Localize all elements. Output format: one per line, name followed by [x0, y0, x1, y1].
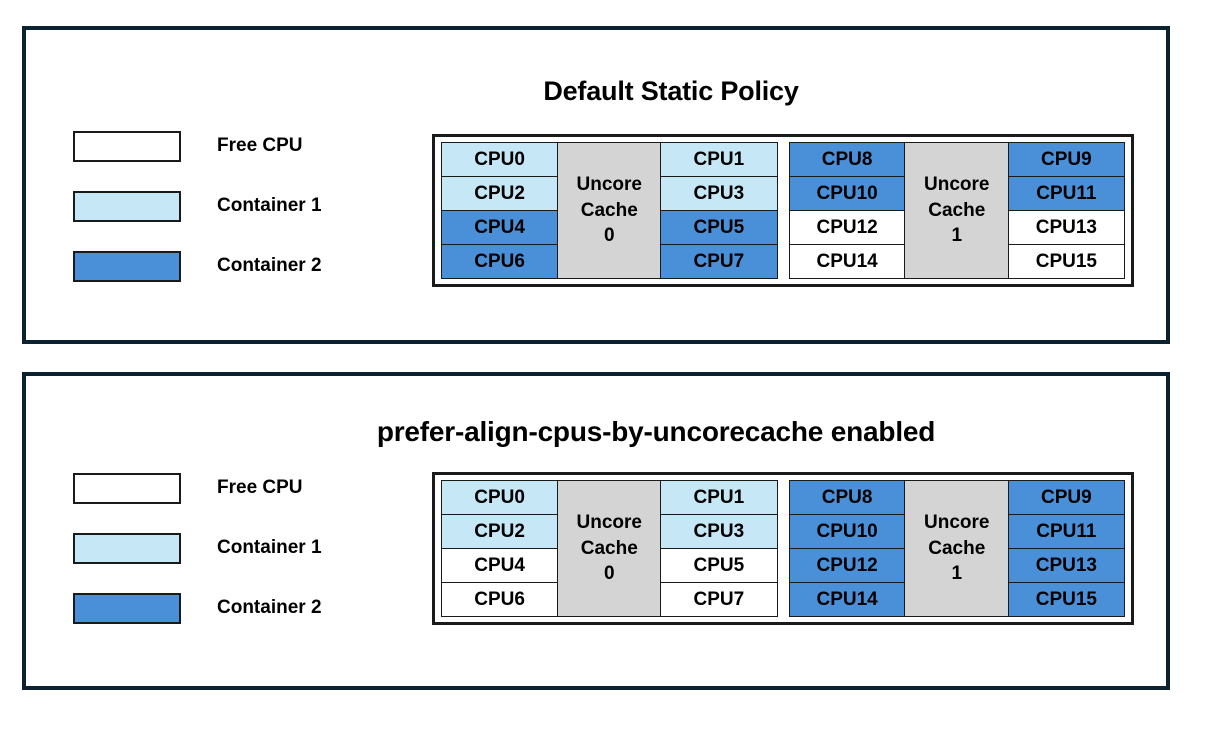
cpu-cell: CPU5	[660, 209, 778, 246]
cpu-cell: CPU10	[788, 513, 906, 550]
uncore-cache-line-1: Uncore	[576, 512, 642, 534]
cpu-cell: CPU3	[660, 175, 778, 212]
cpu-cell: CPU12	[788, 209, 906, 246]
cpu-cell: CPU0	[441, 142, 559, 178]
legend-swatch-container-2	[73, 592, 181, 624]
legend-swatch-free-cpu	[73, 472, 181, 504]
cpu-cell: CPU2	[441, 175, 559, 212]
cpu-cell: CPU5	[660, 547, 778, 584]
page-title: prefer-align-cpus-by-uncorecache enabled	[376, 416, 936, 447]
legend-swatch-free-cpu	[73, 130, 181, 162]
legend-item-free-cpu: Free CPU	[73, 130, 322, 162]
cpu-column-left: CPU0 CPU2 CPU4 CPU6	[441, 142, 559, 279]
cpu-cell: CPU14	[788, 581, 906, 617]
legend-item-container-2: Container 2	[73, 250, 322, 282]
legend-swatch-container-1	[73, 532, 181, 564]
cpu-column-right: CPU1 CPU3 CPU5 CPU7	[660, 142, 778, 279]
uncore-cache-block: Uncore Cache 1	[904, 480, 1010, 617]
cpu-column-left: CPU8 CPU10 CPU12 CPU14	[788, 480, 906, 617]
uncore-cache-line-1: Uncore	[924, 512, 990, 534]
cpu-cell: CPU3	[660, 513, 778, 550]
cpu-column-left: CPU0 CPU2 CPU4 CPU6	[441, 480, 559, 617]
legend-item-container-1: Container 1	[73, 190, 322, 222]
uncore-cache-index: 0	[603, 563, 615, 585]
uncore-cache-block: Uncore Cache 0	[556, 480, 662, 617]
cpu-cell: CPU7	[660, 581, 778, 617]
cpu-cell: CPU11	[1007, 513, 1125, 550]
uncore-cluster-0: CPU0 CPU2 CPU4 CPU6 Uncore Cache 0 CPU1 …	[441, 142, 778, 279]
uncore-cache-line-2: Cache	[580, 199, 638, 221]
cpu-cell: CPU7	[660, 243, 778, 279]
uncore-cache-index: 1	[951, 563, 963, 585]
cpu-cell: CPU0	[441, 480, 559, 516]
legend-label-container-2: Container 2	[217, 597, 322, 618]
cpu-column-right: CPU9 CPU11 CPU13 CPU15	[1007, 142, 1125, 279]
cpu-cell: CPU2	[441, 513, 559, 550]
legend-label-free-cpu: Free CPU	[217, 135, 303, 156]
cpu-cell: CPU9	[1007, 142, 1125, 178]
uncore-cache-line-1: Uncore	[576, 174, 642, 196]
policy-panel-default: Default Static Policy Free CPU Container…	[22, 26, 1170, 344]
legend-label-container-1: Container 1	[217, 195, 322, 216]
uncore-cache-line-2: Cache	[928, 199, 986, 221]
uncore-cluster-1: CPU8 CPU10 CPU12 CPU14 Uncore Cache 1 CP…	[788, 142, 1125, 279]
cpu-cell: CPU4	[441, 547, 559, 584]
legend-label-free-cpu: Free CPU	[217, 477, 303, 498]
uncore-cache-line-2: Cache	[928, 537, 986, 559]
cpu-cell: CPU1	[660, 480, 778, 516]
cpu-cell: CPU15	[1007, 243, 1125, 279]
uncore-cache-block: Uncore Cache 0	[556, 142, 662, 279]
cpu-cell: CPU13	[1007, 547, 1125, 584]
uncore-cache-line-1: Uncore	[924, 174, 990, 196]
page-title: Default Static Policy	[543, 76, 799, 106]
cpu-cell: CPU13	[1007, 209, 1125, 246]
legend-swatch-container-2	[73, 250, 181, 282]
uncore-cluster-0: CPU0 CPU2 CPU4 CPU6 Uncore Cache 0 CPU1 …	[441, 480, 778, 617]
cpu-column-right: CPU1 CPU3 CPU5 CPU7	[660, 480, 778, 617]
cpu-cell: CPU10	[788, 175, 906, 212]
uncore-cache-index: 1	[951, 225, 963, 247]
cpu-cell: CPU8	[788, 480, 906, 516]
legend-uncorecache: Free CPU Container 1 Container 2	[73, 472, 322, 624]
cpu-cell: CPU11	[1007, 175, 1125, 212]
policy-panel-uncorecache: prefer-align-cpus-by-uncorecache enabled…	[22, 372, 1170, 690]
cpu-column-left: CPU8 CPU10 CPU12 CPU14	[788, 142, 906, 279]
legend-swatch-container-1	[73, 190, 181, 222]
legend-item-container-2: Container 2	[73, 592, 322, 624]
uncore-cache-block: Uncore Cache 1	[904, 142, 1010, 279]
uncore-cache-index: 0	[603, 225, 615, 247]
cpu-cell: CPU6	[441, 243, 559, 279]
cpu-cell: CPU4	[441, 209, 559, 246]
cpu-cell: CPU6	[441, 581, 559, 617]
cpu-topology-diagram: CPU0 CPU2 CPU4 CPU6 Uncore Cache 0 CPU1 …	[432, 134, 1134, 287]
cpu-topology-diagram: CPU0 CPU2 CPU4 CPU6 Uncore Cache 0 CPU1 …	[432, 472, 1134, 625]
cpu-column-right: CPU9 CPU11 CPU13 CPU15	[1007, 480, 1125, 617]
cpu-cell: CPU12	[788, 547, 906, 584]
legend-label-container-1: Container 1	[217, 537, 322, 558]
uncore-cluster-1: CPU8 CPU10 CPU12 CPU14 Uncore Cache 1 CP…	[788, 480, 1125, 617]
cpu-cell: CPU15	[1007, 581, 1125, 617]
uncore-cache-line-2: Cache	[580, 537, 638, 559]
cpu-cell: CPU9	[1007, 480, 1125, 516]
cpu-cell: CPU8	[788, 142, 906, 178]
cpu-cell: CPU1	[660, 142, 778, 178]
legend-item-free-cpu: Free CPU	[73, 472, 322, 504]
legend-default: Free CPU Container 1 Container 2	[73, 130, 322, 282]
cpu-cell: CPU14	[788, 243, 906, 279]
legend-label-container-2: Container 2	[217, 255, 322, 276]
legend-item-container-1: Container 1	[73, 532, 322, 564]
